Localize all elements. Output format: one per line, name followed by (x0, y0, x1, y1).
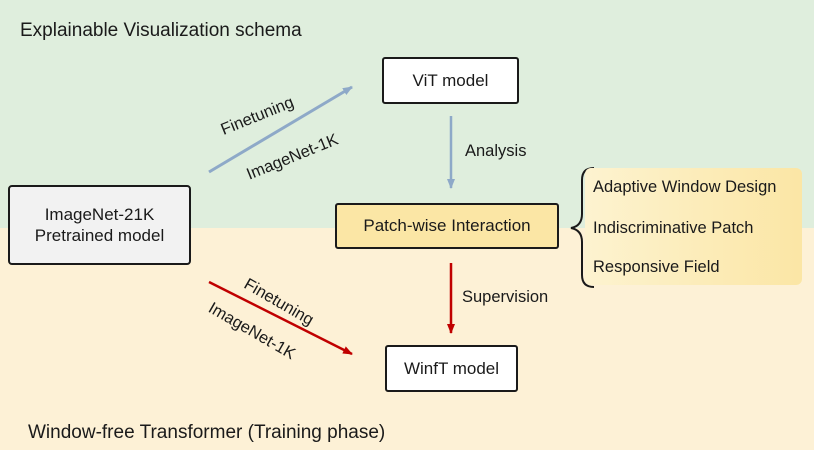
winft-model-node: WinfT model (385, 345, 518, 392)
aspect-item-adaptive-window: Adaptive Window Design (593, 178, 777, 196)
bottom-region-title: Window-free Transformer (Training phase) (28, 422, 386, 443)
vit-model-label: ViT model (412, 70, 489, 90)
pretrained-model-line1: ImageNet-21K (44, 205, 155, 224)
aspect-item-responsive-field: Responsive Field (593, 258, 720, 276)
finetuning-arrow-top (208, 85, 353, 174)
finetuning-arrow-bottom (208, 280, 353, 356)
aspect-item-indiscriminative-patch: Indiscriminative Patch (593, 219, 754, 237)
curly-brace (570, 167, 595, 288)
patch-wise-interaction-label: Patch-wise Interaction (363, 216, 531, 235)
patch-wise-interaction-node: Patch-wise Interaction (335, 203, 559, 249)
winft-model-label: WinfT model (403, 358, 500, 378)
pretrained-model-line2: Pretrained model (34, 226, 165, 245)
interaction-aspects-panel: Adaptive Window Design Indiscriminative … (585, 168, 802, 285)
vit-model-node: ViT model (382, 57, 519, 104)
top-region-title: Explainable Visualization schema (20, 20, 302, 41)
pretrained-model-node: ImageNet-21K Pretrained model (8, 185, 191, 265)
supervision-edge-label: Supervision (462, 288, 549, 306)
analysis-edge-label: Analysis (465, 142, 527, 160)
